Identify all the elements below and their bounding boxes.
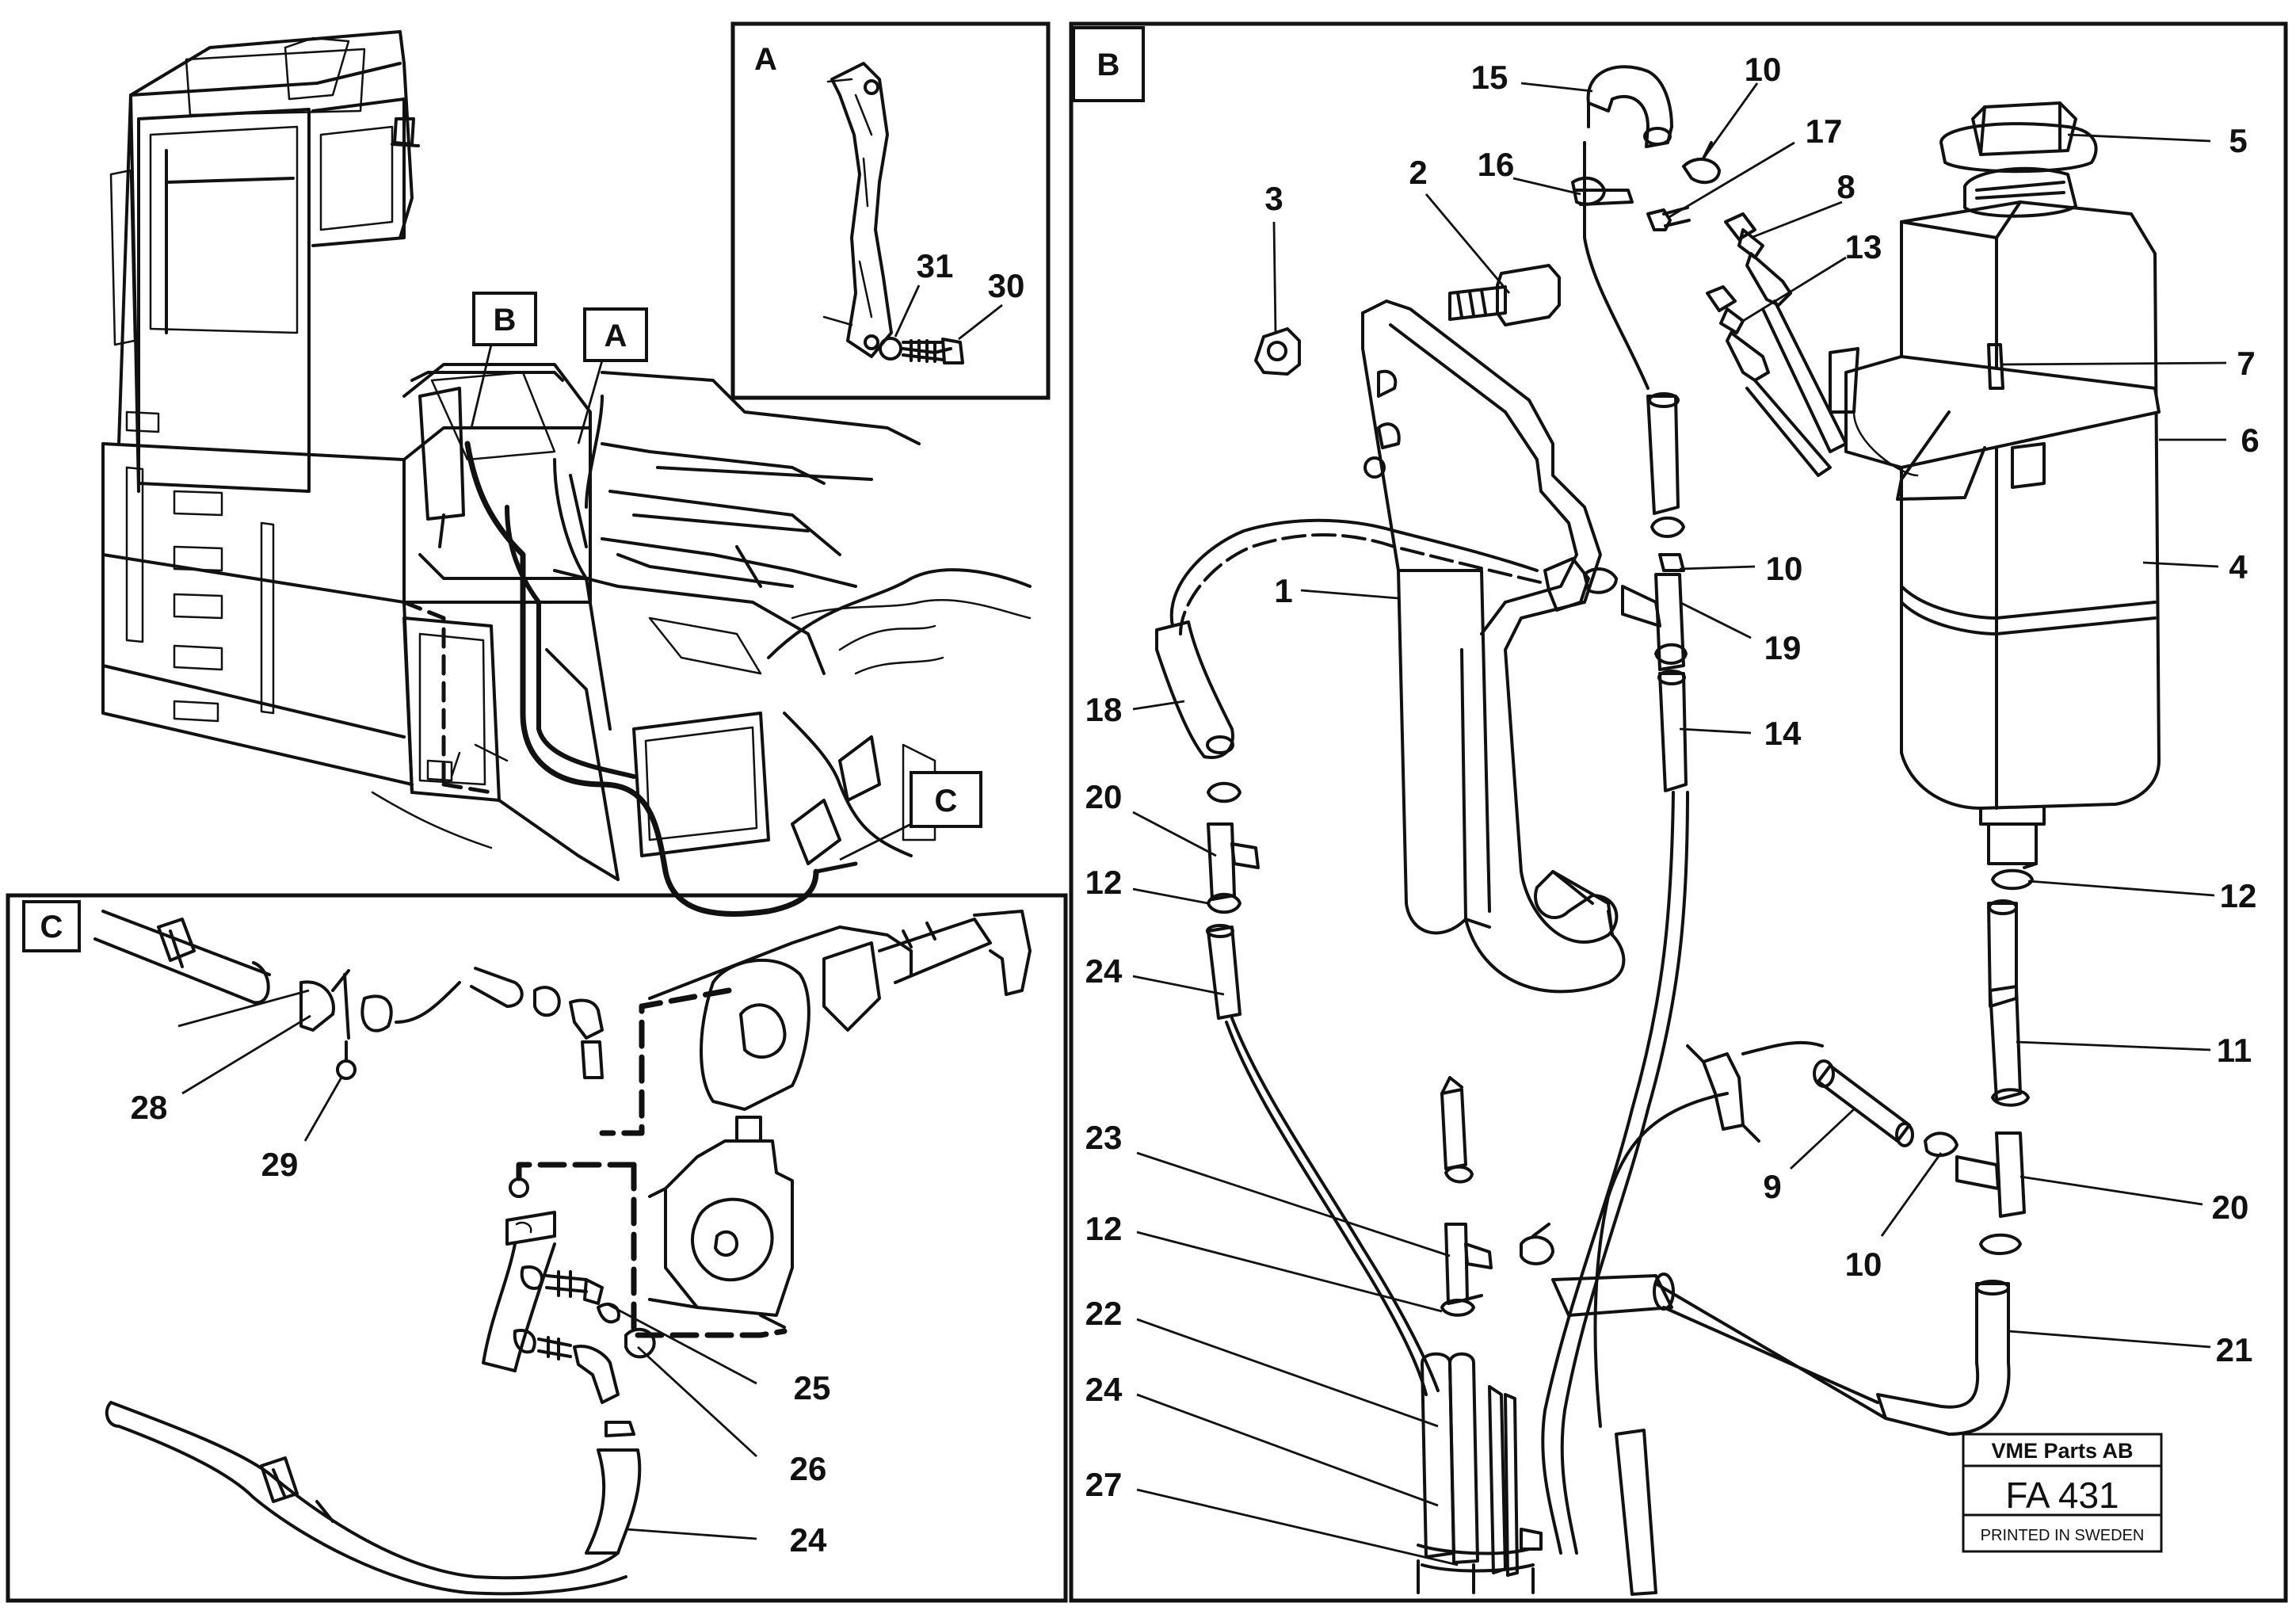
callout-7: 7 (2237, 345, 2255, 382)
panel-c-drawing (93, 910, 1032, 1596)
callout-12-left: 12 (1085, 864, 1123, 901)
panel-b-label: B (1097, 48, 1120, 82)
callout-28: 28 (131, 1089, 168, 1126)
overview-tag-c-label: C (935, 784, 958, 819)
callout-26: 26 (790, 1450, 827, 1487)
panel-c-label: C (40, 910, 63, 944)
callout-11: 11 (2217, 1032, 2252, 1069)
callout-16: 16 (1478, 146, 1515, 183)
callout-22: 22 (1085, 1295, 1123, 1332)
panel-c-dashed-outline (516, 987, 788, 1338)
callout-8: 8 (1836, 168, 1855, 205)
panel-c: C (6, 893, 1068, 1603)
overview-tag-a: A (577, 307, 648, 445)
overview-drawing (101, 30, 1032, 917)
callout-31: 31 (917, 247, 954, 284)
stamp-company: VME Parts AB (1991, 1439, 2133, 1463)
callout-18: 18 (1085, 691, 1123, 728)
callout-12-bottom: 12 (1085, 1210, 1123, 1247)
callout-29: 29 (261, 1146, 299, 1183)
callout-14: 14 (1764, 715, 1802, 752)
callout-10-top: 10 (1745, 51, 1782, 88)
overview-tag-c: C (839, 771, 982, 861)
callout-20-left: 20 (1085, 778, 1123, 815)
panel-a: A 31 30 (730, 21, 1051, 400)
callout-24-top: 24 (1085, 952, 1123, 990)
callout-30: 30 (988, 267, 1025, 304)
callout-10-bottom: 10 (1845, 1246, 1882, 1283)
panel-a-label: A (754, 42, 777, 77)
callout-1: 1 (1274, 572, 1292, 609)
callout-17: 17 (1806, 113, 1843, 150)
callout-25: 25 (794, 1369, 831, 1406)
panel-b-drawing (1155, 65, 2161, 1596)
callout-6: 6 (2241, 422, 2259, 459)
callout-24-c: 24 (790, 1521, 827, 1559)
bracket-strap-drawing (822, 62, 964, 364)
callout-19: 19 (1764, 629, 1802, 666)
overview-tag-a-label: A (605, 319, 627, 353)
callout-23: 23 (1085, 1119, 1123, 1156)
stamp-footer: PRINTED IN SWEDEN (1981, 1527, 2145, 1544)
parts-stamp: VME Parts AB FA 431 PRINTED IN SWEDEN (1962, 1433, 2163, 1553)
callout-21: 21 (2216, 1331, 2253, 1368)
callout-5: 5 (2229, 122, 2247, 159)
overview-tag-b-label: B (494, 303, 517, 338)
overview-tag-b: B (470, 292, 537, 429)
callout-3: 3 (1264, 180, 1283, 217)
panel-b: B (1069, 21, 2288, 1603)
stamp-code: FA 431 (2005, 1475, 2119, 1516)
callout-27: 27 (1085, 1466, 1123, 1503)
callout-24-bottom: 24 (1085, 1371, 1123, 1408)
callout-2: 2 (1409, 154, 1427, 191)
callout-20-right: 20 (2212, 1189, 2249, 1226)
callout-4: 4 (2229, 548, 2248, 586)
overview-dashes (402, 600, 494, 795)
callout-9: 9 (1763, 1168, 1781, 1205)
callout-10-mid: 10 (1766, 550, 1803, 587)
callout-13: 13 (1845, 228, 1882, 265)
callout-15: 15 (1471, 59, 1508, 96)
callout-12-right: 12 (2220, 877, 2257, 914)
